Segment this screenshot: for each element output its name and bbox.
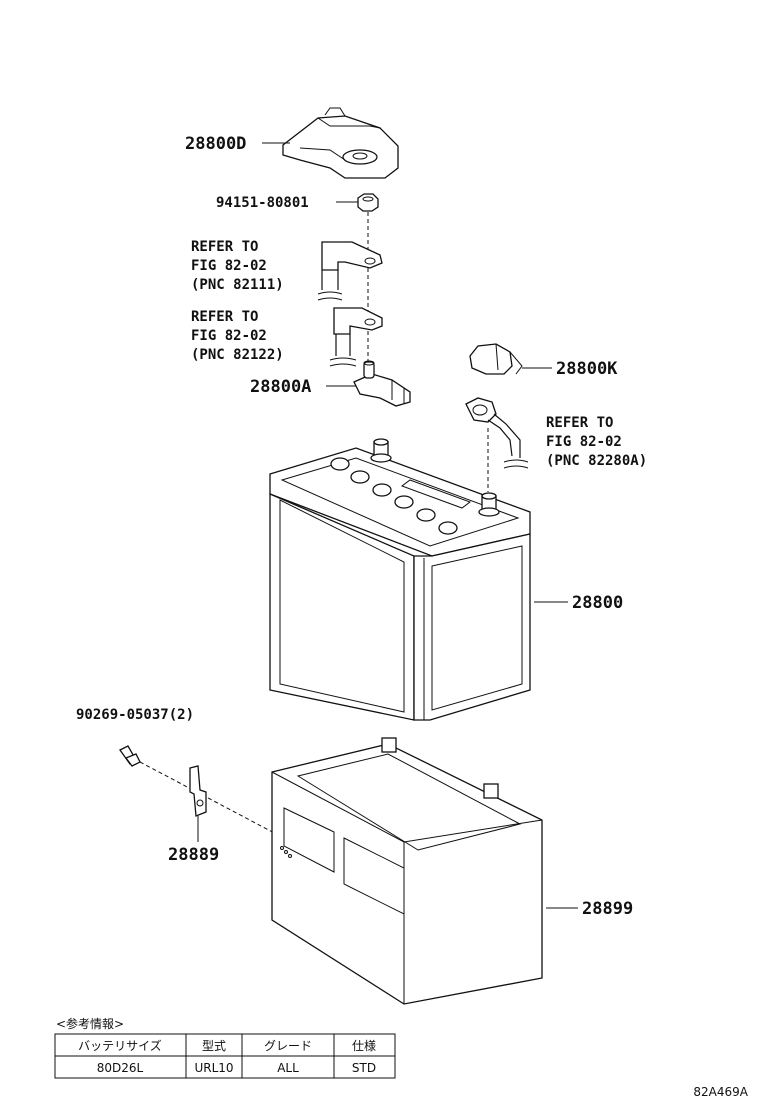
figure-id: 82A469A (693, 1085, 748, 1099)
label-ref1-line3: (PNC 82111) (191, 277, 284, 293)
cell-grade: ALL (277, 1061, 299, 1075)
bracket-28889 (189, 765, 207, 817)
battery-tray-28899 (271, 737, 543, 1005)
label-ref3-line3: (PNC 82280A) (546, 453, 647, 469)
label-94151: 94151-80801 (216, 195, 309, 211)
terminal-cap-28800K (469, 343, 523, 375)
cell-model: URL10 (194, 1061, 233, 1075)
vent-caps (330, 457, 458, 535)
cable-terminal-82111 (317, 241, 383, 301)
label-ref1-line1: REFER TO (191, 239, 258, 255)
label-28800D: 28800D (185, 134, 246, 154)
reference-caption: <参考情報> (56, 1016, 124, 1031)
label-90269: 90269-05037(2) (76, 707, 194, 723)
header-grade: グレード (264, 1039, 312, 1053)
header-model: 型式 (202, 1039, 226, 1053)
label-28800A: 28800A (250, 377, 311, 397)
label-ref2-line2: FIG 82-02 (191, 328, 267, 344)
label-ref1-line2: FIG 82-02 (191, 258, 267, 274)
cable-terminal-82122 (329, 307, 383, 367)
header-spec: 仕様 (352, 1039, 376, 1053)
leader-lines (197, 142, 578, 909)
bolt-90269 (119, 745, 281, 837)
nut-94151 (357, 193, 379, 212)
terminal-clamp-28800A (353, 360, 411, 407)
battery-28800 (269, 438, 531, 721)
cable-terminal-82280A (465, 397, 529, 492)
label-ref2-line1: REFER TO (191, 309, 258, 325)
reference-table: <参考情報> バッテリサイズ 型式 グレード 仕様 80D26L URL10 A… (54, 1016, 396, 1079)
header-battery-size: バッテリサイズ (78, 1038, 162, 1053)
label-ref2-line3: (PNC 82122) (191, 347, 284, 363)
label-ref3-line2: FIG 82-02 (546, 434, 622, 450)
battery-posts (370, 438, 500, 517)
cell-spec: STD (352, 1061, 376, 1075)
cell-battery-size: 80D26L (97, 1061, 144, 1075)
label-28800: 28800 (572, 593, 623, 613)
label-28800K: 28800K (556, 359, 618, 379)
terminal-cover-28800D (282, 107, 399, 179)
label-ref3-line1: REFER TO (546, 415, 613, 431)
label-28899: 28899 (582, 899, 633, 919)
label-28889: 28889 (168, 845, 219, 865)
